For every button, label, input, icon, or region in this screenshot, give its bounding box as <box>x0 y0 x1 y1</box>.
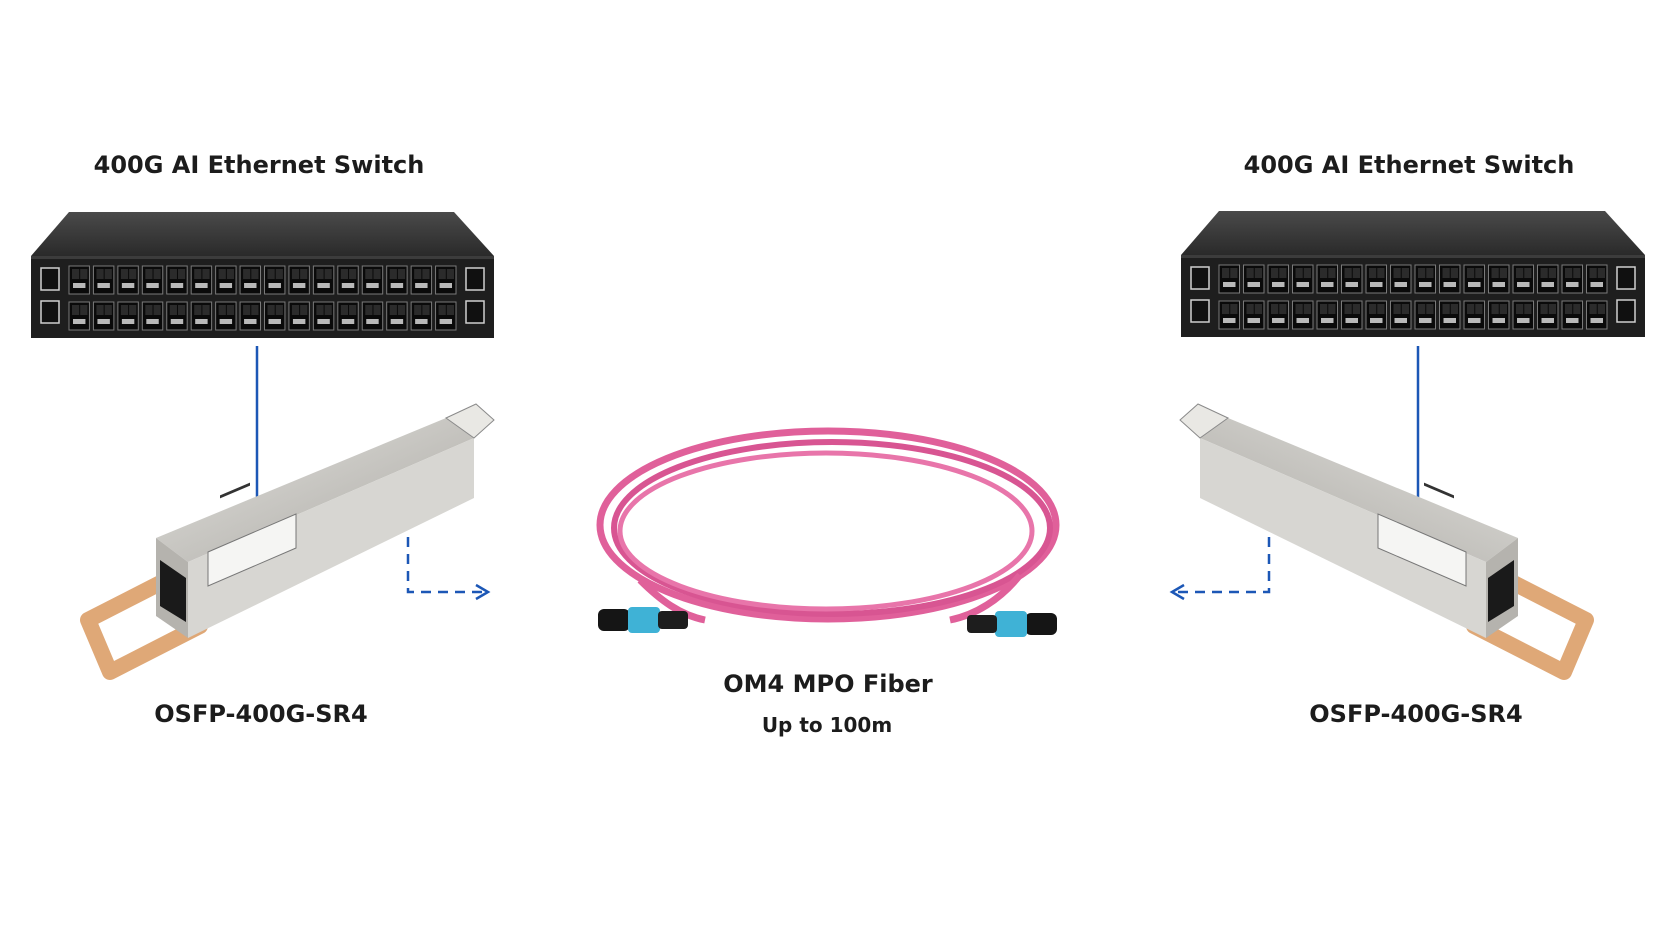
right-module-label: OSFP-400G-SR4 <box>1309 700 1523 728</box>
cable-sublabel: Up to 100m <box>761 713 893 737</box>
left-osfp-transceiver-icon <box>80 403 495 680</box>
right-switch-label: 400G AI Ethernet Switch <box>1243 151 1575 179</box>
cable-label: OM4 MPO Fiber <box>723 670 933 698</box>
left-dashed-arrow-icon <box>406 537 491 601</box>
left-module-label: OSFP-400G-SR4 <box>154 700 368 728</box>
right-osfp-transceiver-icon <box>1179 403 1594 680</box>
right-ethernet-switch-icon <box>1181 211 1645 337</box>
left-switch-label: 400G AI Ethernet Switch <box>93 151 425 179</box>
mpo-fiber-cable-icon <box>596 427 1060 637</box>
right-dashed-arrow-icon <box>1169 537 1271 601</box>
left-ethernet-switch-icon <box>31 212 494 338</box>
